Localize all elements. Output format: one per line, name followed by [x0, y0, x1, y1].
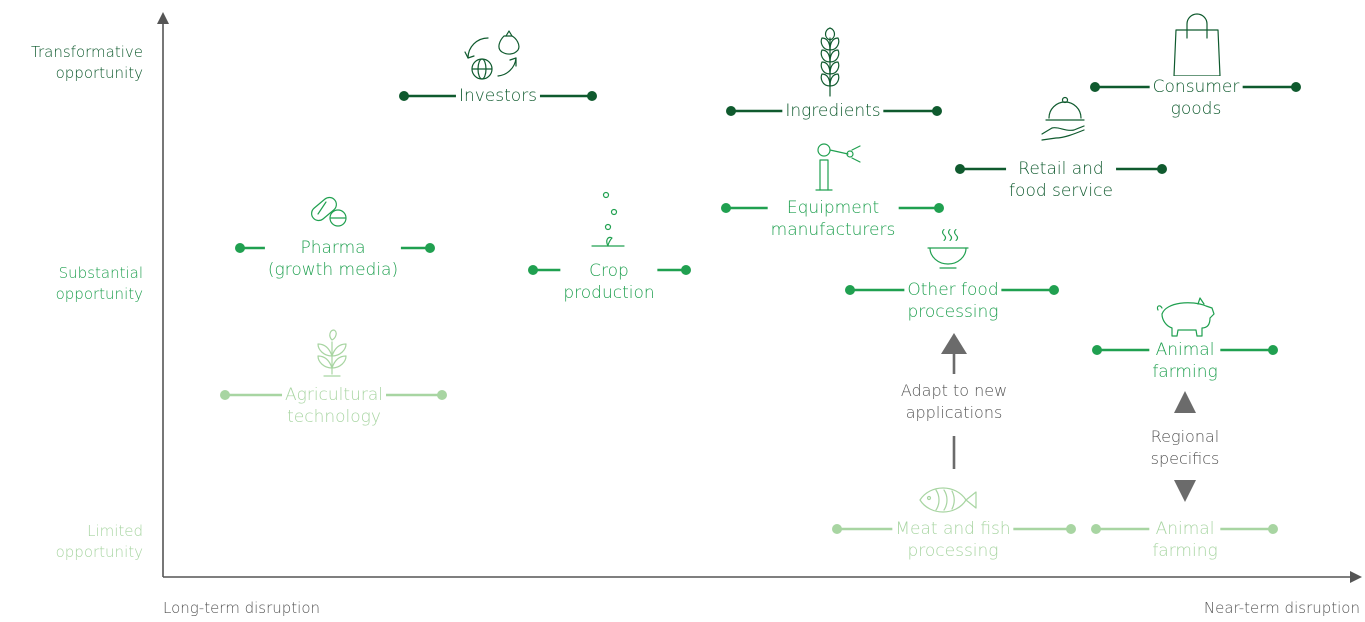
pig-icon: [1156, 297, 1215, 337]
x-label-long-term: Long-term disruption: [163, 599, 321, 617]
node-crop: Crop production: [560, 260, 658, 304]
y-label-transformative: Transformative opportunity: [31, 43, 143, 82]
node-pharma: Pharma (growth media): [264, 237, 402, 281]
node-meat-fish: Meat and fish processing: [892, 518, 1014, 562]
node-animal-farming-top: Animal farming: [1149, 339, 1221, 383]
pill-capsule-icon: [311, 196, 347, 227]
robotic-arm-icon: [815, 143, 861, 191]
annotation-regional: Regional specifics: [1150, 426, 1220, 470]
node-other-food: Other food processing: [904, 279, 1002, 323]
node-retail: Retail and food service: [1006, 158, 1116, 202]
adapt-arrow: [941, 333, 967, 469]
annotation-adapt: Adapt to new applications: [900, 380, 1008, 424]
axes: [157, 12, 1362, 583]
connectors: [220, 82, 1301, 534]
y-axis-arrowhead: [157, 12, 169, 24]
node-ingredients: Ingredients: [782, 100, 884, 122]
x-axis-arrowhead: [1350, 571, 1362, 583]
node-animal-farming-bottom: Animal farming: [1149, 518, 1221, 562]
serving-cloche-icon: [1041, 96, 1085, 141]
steaming-bowl-icon: [927, 228, 969, 269]
fish-icon: [919, 487, 977, 513]
y-label-limited: Limited opportunity: [55, 522, 143, 561]
node-agri-tech: Agricultural technology: [282, 384, 386, 428]
node-consumer-goods: Consumer goods: [1149, 76, 1243, 120]
seed-sprout-icon: [591, 191, 625, 247]
x-label-near-term: Near-term disruption: [1203, 599, 1360, 617]
money-globe-cycle-icon: [464, 30, 520, 80]
node-equipment: Equipment manufacturers: [767, 197, 899, 241]
node-investors: Investors: [455, 85, 541, 107]
regional-arrow: [1174, 391, 1196, 502]
shopping-bag-icon: [1173, 13, 1221, 77]
arrows: [941, 333, 1196, 502]
y-label-substantial: Substantial opportunity: [55, 264, 143, 303]
wheat-icon: [820, 27, 840, 97]
plant-icon: [317, 329, 347, 377]
